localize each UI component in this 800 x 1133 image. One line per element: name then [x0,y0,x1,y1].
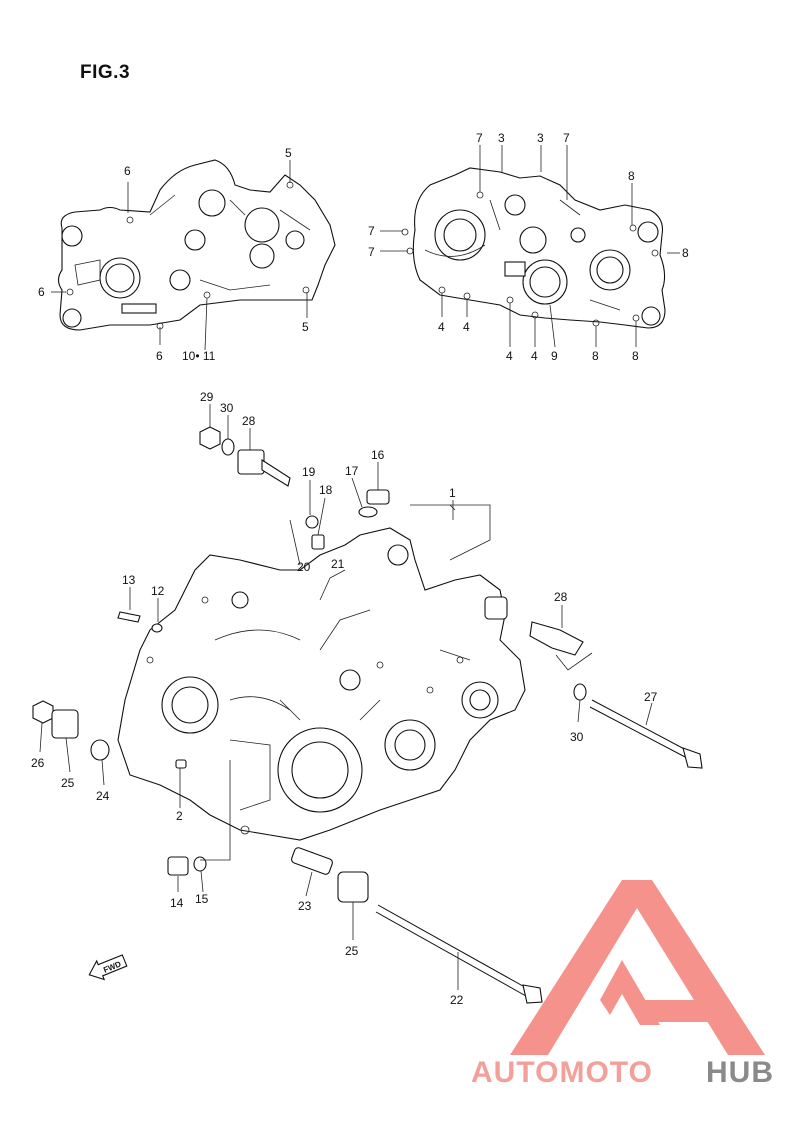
callout-8d: 8 [632,349,639,363]
callout-26: 26 [31,756,45,770]
callout-4a: 4 [438,320,445,334]
fwd-arrow: FWD [88,954,128,981]
callout-4d: 4 [531,349,538,363]
callout-4b: 4 [463,320,470,334]
callout-24: 24 [96,789,110,803]
callout-7b: 7 [563,131,570,145]
callout-15: 15 [195,892,209,906]
callout-8a: 8 [628,169,635,183]
callout-12: 12 [151,584,165,598]
callout-22: 22 [450,993,464,1007]
callout-1: 1 [449,486,456,500]
callout-5a: 5 [285,146,292,160]
callout-14: 14 [170,896,184,910]
callout-20: 20 [297,560,311,574]
callout-30a: 30 [220,401,234,415]
callout-9: 9 [551,349,558,363]
watermark-text-part2: HUB [706,1056,774,1089]
callout-3b: 3 [537,131,544,145]
callout-8c: 8 [592,349,599,363]
callout-27: 27 [644,690,658,704]
callout-5b: 5 [302,320,309,334]
figure-title: FIG.3 [80,62,131,83]
callout-7a: 7 [476,131,483,145]
callout-7c: 7 [368,224,375,238]
callout-17: 17 [345,464,359,478]
callout-10-11: 10• 11 [182,349,216,363]
left-crankcase-half [57,159,336,331]
callout-29: 29 [200,390,214,404]
callout-2: 2 [176,809,183,823]
watermark-logo [510,880,765,1055]
crankcase-assembly [117,527,526,841]
callout-19: 19 [302,465,316,479]
watermark-text-part1: AUTOMOTO [471,1056,653,1089]
callout-16: 16 [371,448,385,462]
callout-23: 23 [298,899,312,913]
callout-7d: 7 [368,245,375,259]
callout-6b: 6 [38,285,45,299]
callout-18: 18 [319,483,333,497]
leader-lines [39,145,680,990]
callout-28b: 28 [554,590,568,604]
right-crankcase-half [401,167,666,329]
callout-13: 13 [122,573,136,587]
callout-8b: 8 [682,246,689,260]
callout-25a: 25 [61,776,75,790]
callout-25b: 25 [345,944,359,958]
small-parts [32,426,703,1004]
callout-labels: 6 6 6 5 5 10• 11 7 3 3 7 7 7 8 8 4 4 4 4… [31,131,689,1007]
callout-28a: 28 [242,414,256,428]
callout-3a: 3 [498,131,505,145]
callout-21: 21 [331,557,345,571]
callout-30b: 30 [570,730,584,744]
callout-6c: 6 [156,349,163,363]
callout-6a: 6 [124,164,131,178]
callout-4c: 4 [506,349,513,363]
